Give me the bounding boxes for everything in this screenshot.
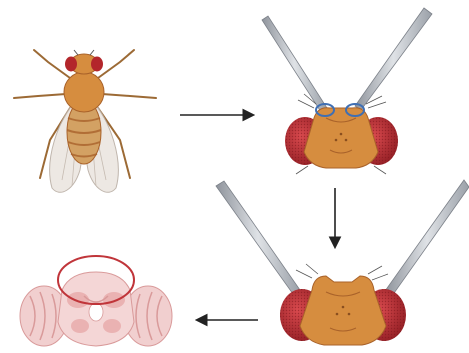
head-capsule [304,108,378,168]
head-forceps-grip-icon [262,8,432,174]
forceps-right [355,8,432,110]
fly-eye-left [65,57,77,72]
fly-eye-right [91,57,103,72]
esophageal-foramen [89,303,103,321]
forceps-left-spread [216,181,300,294]
dissected-brain-icon [20,256,172,346]
fly-thorax [64,72,104,112]
fly-head [65,50,103,74]
fruit-fly-icon [14,50,156,192]
mushroom-body-right [103,292,125,308]
head-capsule-opened [300,276,386,345]
forceps-right-spread [385,180,469,296]
mushroom-body-left [67,292,89,308]
forceps-left [262,16,327,112]
